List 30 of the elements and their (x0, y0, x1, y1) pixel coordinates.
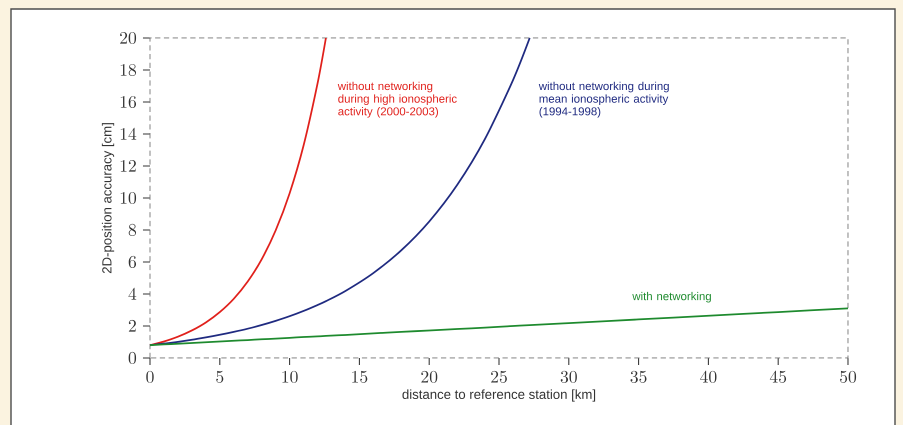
y-tick-label: 18 (120, 64, 136, 76)
x-tick-label: 0 (146, 370, 154, 383)
line-series (149, 37, 531, 346)
x-tick-label: 35 (630, 370, 646, 383)
curve-label: without networking during high ionospheric activity (2000-2003) (338, 82, 457, 118)
y-tick-label: 16 (120, 96, 136, 108)
y-tick-label: 6 (128, 256, 136, 268)
x-tick-label: 25 (491, 370, 507, 383)
x-tick-label: 5 (216, 370, 224, 383)
y-tick-label: 20 (120, 32, 136, 44)
x-tick-label: 10 (282, 370, 298, 383)
x-tick-label: 40 (700, 370, 716, 383)
x-tick-label: 20 (421, 370, 438, 383)
x-tick-label: 45 (770, 370, 786, 383)
curve-label: with networking (632, 292, 711, 302)
y-tick-label: 0 (128, 352, 136, 364)
line-series (149, 37, 327, 346)
y-axis-title: 2D-position accuracy [cm] (102, 123, 114, 274)
y-tick-label: 10 (120, 192, 136, 204)
y-tick-label: 14 (120, 128, 136, 140)
line-series (149, 308, 849, 346)
x-tick-label: 30 (560, 370, 577, 383)
x-tick-label: 50 (840, 370, 856, 383)
x-axis-title: distance to reference station [km] (402, 389, 596, 402)
y-tick-label: 12 (120, 160, 136, 172)
curve-label: without networking during mean ionospheric activity (1994-1998) (538, 82, 669, 118)
y-tick-label: 8 (128, 224, 136, 236)
x-tick-label: 15 (352, 370, 368, 383)
y-tick-label: 4 (128, 288, 136, 300)
y-tick-label: 2 (128, 320, 136, 332)
